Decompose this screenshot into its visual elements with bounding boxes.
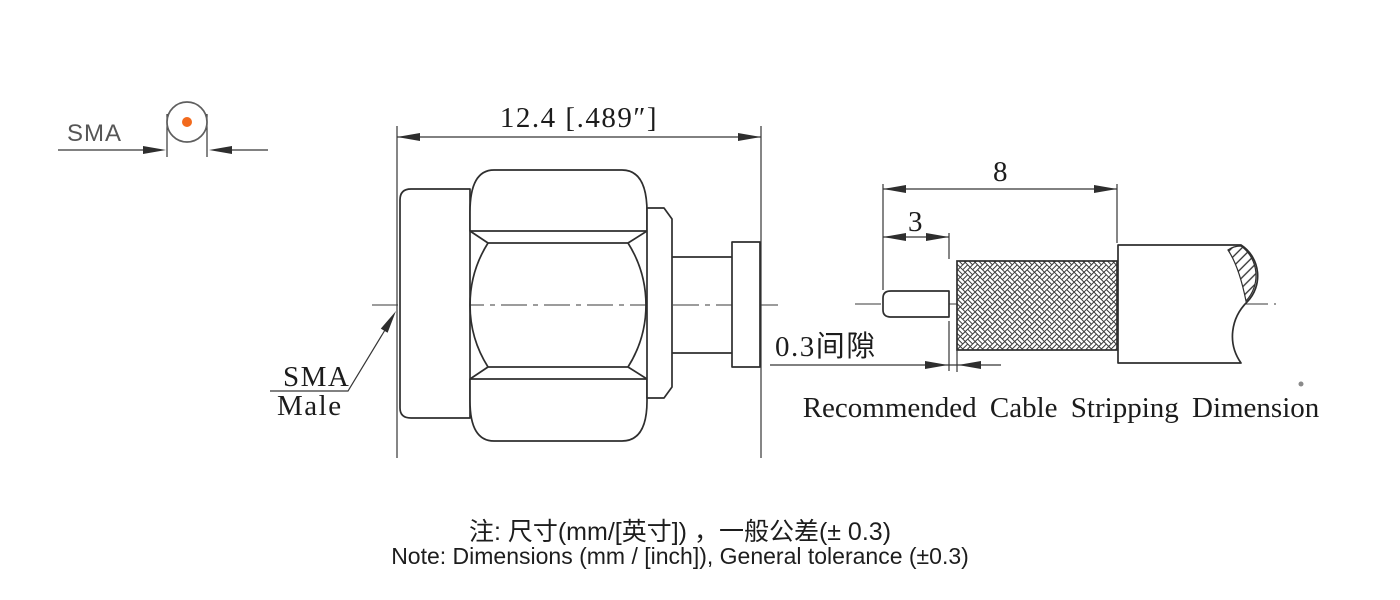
left-arrowhead-icon — [883, 185, 906, 193]
cable-jacket — [1117, 244, 1259, 364]
braid-section — [956, 260, 1118, 351]
center-conductor — [882, 290, 950, 318]
right-arrowhead-icon — [926, 233, 949, 241]
center-pin-dot — [182, 117, 192, 127]
coupling-flange — [646, 207, 673, 399]
connector-side-view: 12.4 [.489″] SMA Male — [270, 102, 778, 458]
front-interface — [731, 241, 761, 368]
end-view-label: SMA — [67, 120, 122, 147]
hex-nut — [469, 169, 648, 442]
break-hatch-crescent — [1227, 245, 1257, 303]
total-strip-text: 8 — [993, 156, 1009, 188]
right-arrowhead-icon — [925, 361, 948, 369]
left-arrowhead-icon — [958, 361, 981, 369]
end-view: SMA — [58, 101, 268, 157]
note-line-cn: 注: 尺寸(mm/[英寸]) ，一般公差(± 0.3) — [469, 518, 891, 546]
note-line-en: Note: Dimensions (mm / [inch]), General … — [391, 543, 969, 569]
hex-top-face — [469, 169, 648, 232]
right-arrowhead-icon — [143, 146, 166, 154]
side-view-label-bottom: Male — [277, 390, 343, 422]
hex-bottom-face — [469, 378, 648, 442]
left-arrowhead-icon — [883, 233, 906, 241]
left-arrowhead-icon — [397, 133, 420, 141]
barrel-lines — [672, 256, 732, 354]
strip-caption-text: Recommended Cable Stripping Dimension — [803, 392, 1320, 424]
label-leader-line — [270, 329, 386, 392]
notes-block: 注: 尺寸(mm/[英寸]) ，一般公差(± 0.3) Note: Dimens… — [391, 518, 969, 569]
conductor-strip-text: 3 — [908, 206, 924, 238]
side-view-label-top: SMA — [283, 361, 350, 393]
right-arrowhead-icon — [738, 133, 761, 141]
gap-label-text: 0.3间隙 — [775, 330, 877, 363]
cable-stripping-view: 8 3 0.3间隙 Recommended Cable Stripping Di… — [770, 156, 1320, 424]
left-arrowhead-icon — [209, 146, 232, 154]
overall-length-text: 12.4 [.489″] — [500, 102, 658, 134]
connector-rear-body — [399, 188, 471, 419]
hex-middle-arcs — [469, 242, 647, 368]
stray-dot — [1298, 381, 1304, 387]
right-arrowhead-icon — [1094, 185, 1117, 193]
hex-face-edges — [469, 230, 648, 380]
leader-arrowhead-icon — [380, 311, 396, 333]
